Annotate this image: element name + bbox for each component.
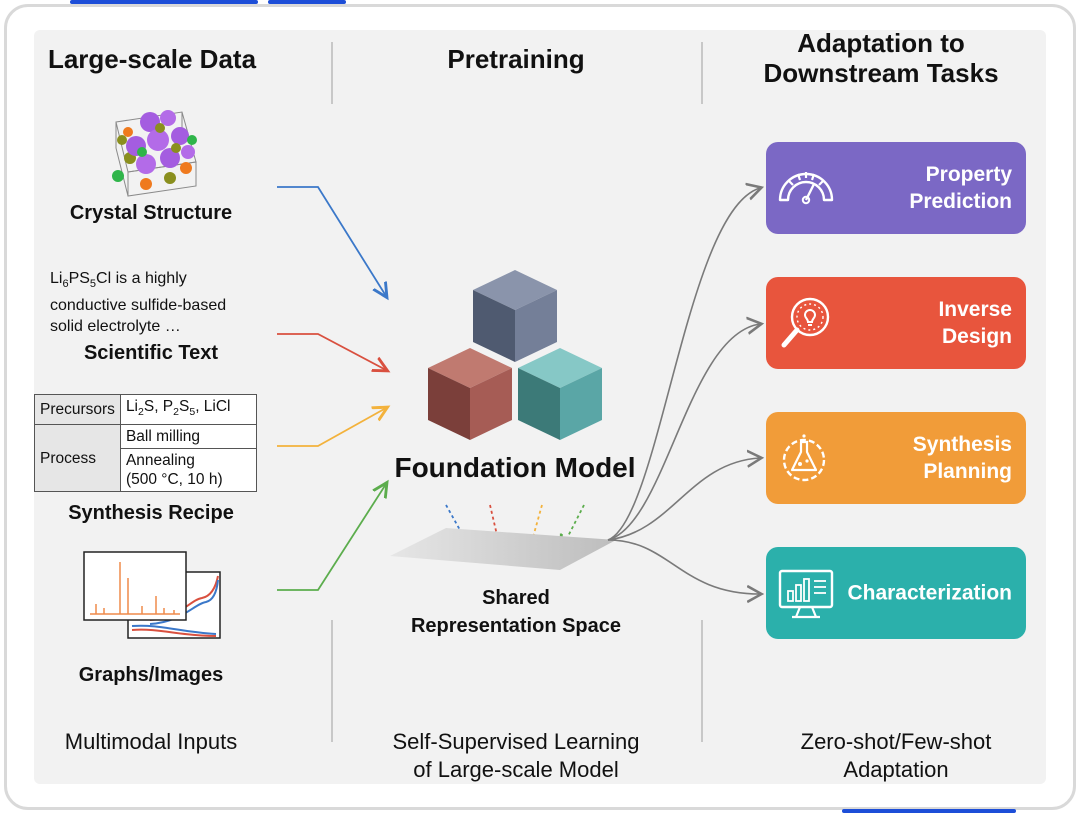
heading-pretraining: Pretraining	[447, 44, 585, 74]
separator-left-bottom	[331, 620, 333, 742]
top-accent-bar-2	[268, 0, 346, 4]
task-property-prediction: Property Prediction	[766, 142, 1026, 234]
heading-large-scale-data: Large-scale Data	[47, 44, 257, 74]
recipe-precursors-value: Li2S, P2S5, LiCl	[119, 393, 257, 426]
task-label: Synthesis Planning	[912, 433, 1012, 483]
flask-gear-icon	[782, 434, 826, 482]
table-row: Process Ball milling	[34, 424, 257, 493]
graphs-images-illustration	[83, 551, 221, 639]
table-row: Precursors Li2S, P2S5, LiCl	[34, 393, 257, 426]
heading-adaptation-line2: Downstream Tasks	[763, 58, 999, 88]
top-accent-bar-1	[70, 0, 258, 4]
dashed-arrow-blue	[445, 504, 470, 548]
dashed-arrow-green	[562, 504, 585, 548]
separator-right-bottom	[701, 620, 703, 742]
representation-space-plane	[390, 528, 616, 570]
srs-line2: Representation Space	[410, 615, 622, 637]
sci-text-line2: conductive sulfide-based	[50, 297, 227, 315]
arrow-text-to-model	[277, 333, 386, 370]
separator-right-top	[701, 42, 703, 104]
footer-middle-line1: Self-Supervised Learning	[392, 729, 640, 754]
arrow-graphs-to-model	[277, 484, 386, 591]
footer-right-line2: Adaptation	[843, 757, 949, 782]
arrow-to-synthesis-planning	[607, 458, 760, 541]
arrow-to-inverse-design	[607, 324, 760, 541]
footer-self-supervised: Self-Supervised Learning of Large-scale …	[356, 728, 676, 784]
table-row: Annealing(500 °C, 10 h)	[35, 448, 257, 493]
recipe-process-head: Process	[34, 424, 121, 493]
sci-text-line1: Li6PS5Cl is a highly	[50, 270, 187, 291]
monitor-chart-icon	[778, 569, 834, 619]
foundation-model-title: Foundation Model	[394, 452, 636, 483]
task-inverse-design: Inverse Design	[766, 277, 1026, 369]
arrow-to-characterization	[607, 539, 760, 594]
srs-line1: Shared	[482, 587, 550, 609]
footer-zero-few-shot: Zero-shot/Few-shot Adaptation	[746, 728, 1046, 784]
arrow-to-property-prediction	[607, 188, 760, 541]
task-synthesis-planning: Synthesis Planning	[766, 412, 1026, 504]
arrow-recipe-to-model	[277, 408, 386, 447]
synthesis-recipe-table: Precursors Li2S, P2S5, LiCl Process Ball…	[34, 393, 257, 493]
recipe-step-annealing: Annealing(500 °C, 10 h)	[119, 448, 257, 493]
gauge-icon	[778, 172, 834, 205]
label-synthesis-recipe: Synthesis Recipe	[68, 502, 234, 524]
recipe-step-ball-milling: Ball milling	[119, 424, 257, 450]
shared-representation-space-label: Shared Representation Space	[376, 584, 656, 640]
task-label: Property Prediction	[909, 163, 1012, 213]
heading-adaptation-line1: Adaptation to	[797, 28, 965, 58]
task-label: Inverse Design	[938, 298, 1012, 348]
scientific-text-snippet: Li6PS5Cl is a highly conductive sulfide-…	[50, 268, 226, 337]
footer-middle-line2: of Large-scale Model	[413, 757, 619, 782]
separator-left-top	[331, 42, 333, 104]
label-graphs-images: Graphs/Images	[78, 664, 224, 686]
arrow-crystal-to-model	[277, 186, 386, 296]
label-crystal-structure: Crystal Structure	[69, 202, 233, 224]
magnifier-bulb-icon	[781, 297, 830, 348]
heading-adaptation: Adaptation to Downstream Tasks	[740, 28, 1022, 88]
recipe-precursors-head: Precursors	[34, 393, 121, 426]
crystal-structure-illustration	[112, 110, 197, 197]
foundation-model-cubes	[428, 270, 602, 440]
footer-multimodal-inputs: Multimodal Inputs	[64, 729, 238, 754]
footer-right-line1: Zero-shot/Few-shot	[800, 729, 992, 754]
label-scientific-text: Scientific Text	[83, 342, 219, 364]
task-label: Characterization	[847, 581, 1012, 605]
bottom-accent-bar	[842, 809, 1016, 813]
task-characterization: Characterization	[766, 547, 1026, 639]
sci-text-line3: solid electrolyte …	[50, 318, 181, 336]
